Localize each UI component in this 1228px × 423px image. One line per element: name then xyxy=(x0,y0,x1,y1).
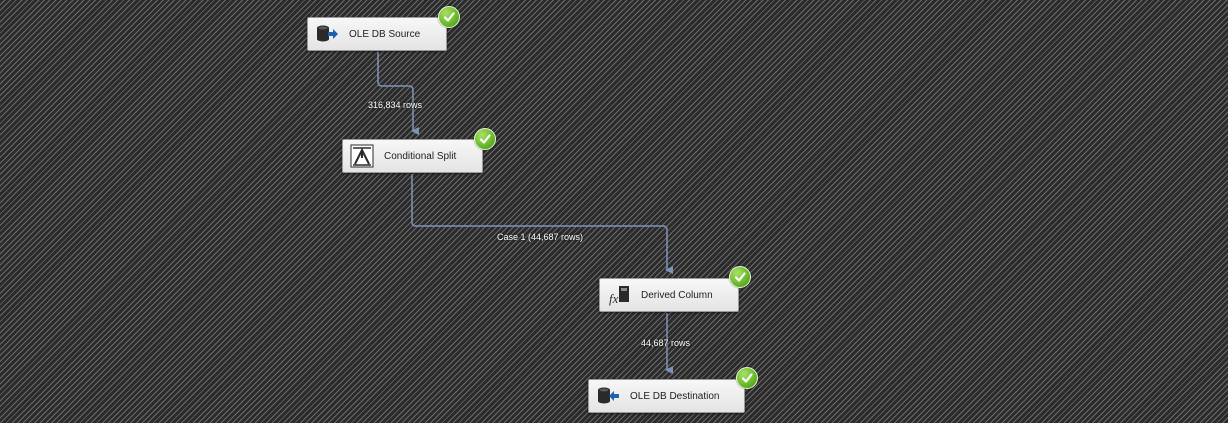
success-check-icon xyxy=(438,6,460,28)
ole-db-destination-component[interactable]: OLE DB Destination xyxy=(588,379,745,413)
success-check-icon xyxy=(729,266,751,288)
derived-column-label: Derived Column xyxy=(641,289,713,301)
ole-db-destination-icon xyxy=(594,383,622,409)
path-label-derived-to-destination: 44,687 rows xyxy=(641,338,691,348)
success-check-icon xyxy=(474,128,496,150)
ole-db-source-label: OLE DB Source xyxy=(349,28,421,40)
ole-db-source-icon xyxy=(313,21,341,47)
ole-db-source-component[interactable]: OLE DB Source xyxy=(307,17,447,51)
path-label-split-to-derived: Case 1 (44,687 rows) xyxy=(497,232,584,242)
ole-db-destination-label: OLE DB Destination xyxy=(630,390,720,402)
conditional-split-label: Conditional Split xyxy=(384,150,457,162)
svg-text:fx: fx xyxy=(609,291,619,306)
conditional-split-component[interactable]: Conditional Split xyxy=(342,139,483,173)
derived-column-component[interactable]: fx Derived Column xyxy=(599,278,739,312)
success-check-icon xyxy=(736,367,758,389)
conditional-split-icon xyxy=(348,143,376,169)
path-label-source-to-split: 316,834 rows xyxy=(368,100,423,110)
path-split-to-derived[interactable] xyxy=(411,174,673,274)
derived-column-icon: fx xyxy=(605,282,633,308)
path-source-to-split[interactable] xyxy=(377,52,419,135)
